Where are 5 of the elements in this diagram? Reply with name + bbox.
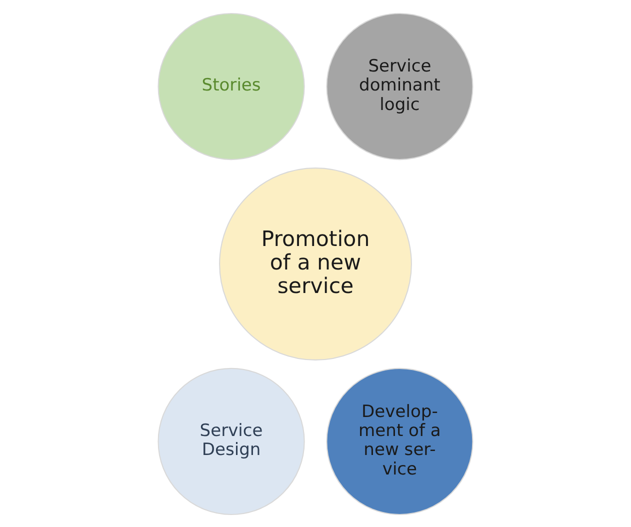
node-circle: Develop- ment of a new ser- vice (326, 367, 474, 515)
node-circle: Promotion of a new service (219, 167, 412, 360)
node-circle: Service Design (158, 367, 305, 515)
node-circle: Service dominant logic (326, 12, 474, 160)
node-circle: Stories (158, 12, 305, 160)
